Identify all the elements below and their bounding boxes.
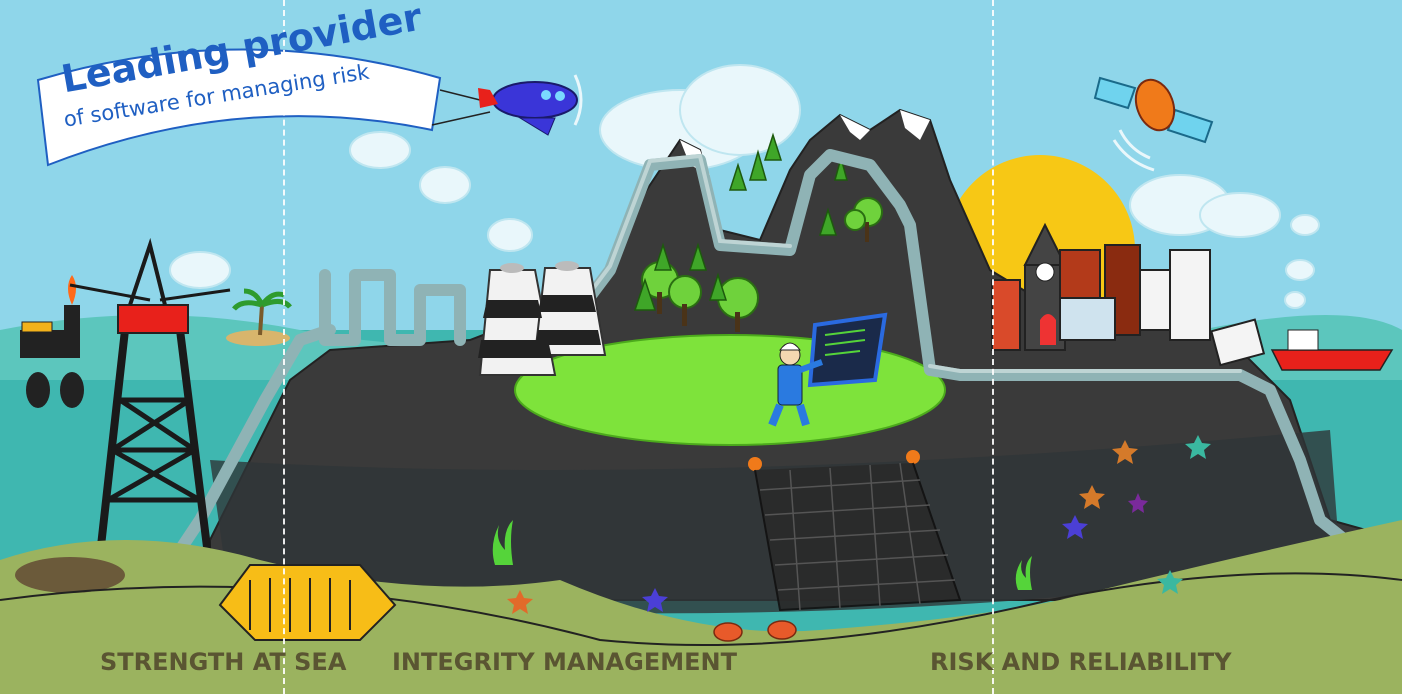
airplane bbox=[478, 74, 583, 136]
caption-integrity-management: INTEGRITY MANAGEMENT bbox=[392, 648, 737, 676]
seabed bbox=[0, 520, 1402, 694]
engineer-with-board bbox=[768, 312, 888, 427]
satellite bbox=[1093, 76, 1214, 172]
cooling-towers bbox=[478, 261, 607, 376]
seaweed bbox=[492, 520, 1032, 590]
crabs bbox=[713, 620, 797, 642]
caption-risk-and-reliability: RISK AND RELIABILITY bbox=[930, 648, 1232, 676]
section-divider bbox=[283, 0, 285, 694]
banner bbox=[36, 48, 491, 167]
starfish bbox=[507, 435, 1211, 614]
ship bbox=[1270, 329, 1394, 371]
palm-island bbox=[226, 330, 290, 346]
fishing-net bbox=[748, 450, 962, 612]
caption-strength-at-sea: STRENGTH AT SEA bbox=[100, 648, 347, 676]
clouds bbox=[169, 64, 1320, 309]
oil-rig bbox=[20, 237, 231, 556]
section-divider bbox=[992, 0, 994, 694]
subsea-template bbox=[218, 564, 397, 641]
